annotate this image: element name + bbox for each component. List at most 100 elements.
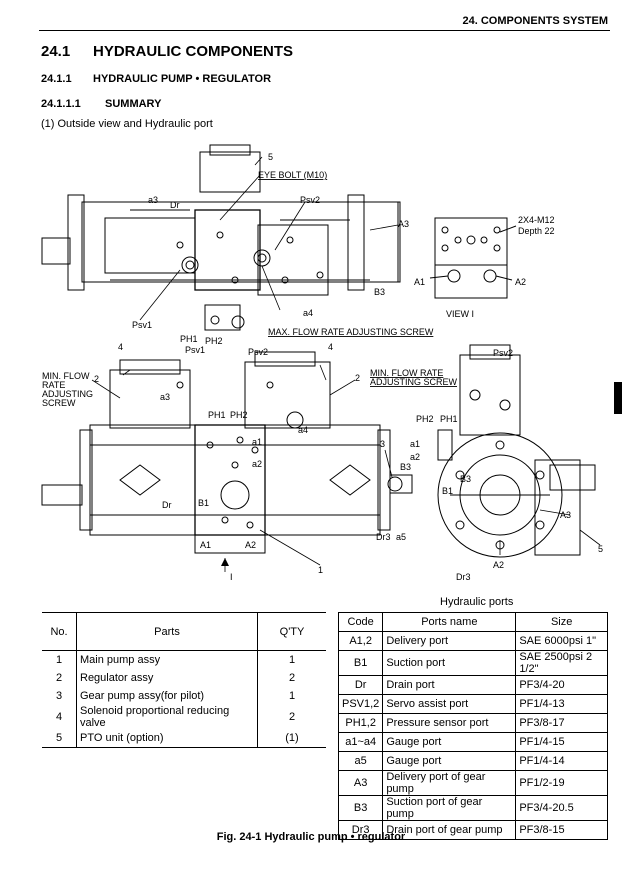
port-code: a1~a4	[337, 732, 384, 752]
label-bolt-spec-2: Depth 22	[518, 226, 555, 236]
label-dr3-r: Dr3	[456, 572, 471, 582]
label-a3-right: A3	[398, 219, 409, 229]
label-min-flow-3: ADJUSTING	[42, 389, 93, 399]
label-4-left: 4	[118, 342, 123, 352]
label-min-flow-2: RATE	[42, 380, 65, 390]
label-a3: a3	[148, 195, 158, 205]
port-size: PF3/4-20	[515, 675, 608, 695]
label-view-i: VIEW I	[446, 309, 474, 319]
port-name: Drain port	[382, 675, 517, 695]
page-header: 24. COMPONENTS SYSTEM	[0, 0, 622, 31]
heading-3-text: SUMMARY	[105, 98, 162, 110]
label-b3-mid: B3	[400, 462, 411, 472]
label-a2-rb: A2	[493, 560, 504, 570]
table-row: a1~a4 Gauge port PF1/4-15	[337, 732, 608, 752]
part-name: PTO unit (option)	[76, 729, 258, 748]
port-code: Dr	[337, 675, 384, 695]
port-code: A3	[337, 770, 384, 796]
part-no: 1	[42, 650, 77, 669]
pump-diagram: 5 EYE BOLT (M10) a3 Dr Psv2 A3 B3 a4 Psv…	[41, 144, 603, 582]
table-row: B3 Suction port of gear pump PF3/4-20.5	[337, 795, 608, 821]
label-arrow-i: I	[230, 572, 233, 582]
view-i-drawing	[429, 217, 517, 299]
port-name: Drain port of gear pump	[382, 820, 517, 840]
part-qty: 2	[257, 705, 326, 729]
label-a5: a5	[396, 532, 406, 542]
heading-3-number: 24.1.1.1	[41, 98, 81, 110]
intro-text: (1) Outside view and Hydraulic port	[41, 118, 213, 130]
label-5-r: 5	[598, 544, 603, 554]
label-b1-mid: B1	[198, 498, 209, 508]
label-eye-bolt: EYE BOLT (M10)	[258, 170, 327, 180]
part-no: 4	[42, 705, 77, 729]
section-title: 24. COMPONENTS SYSTEM	[462, 15, 608, 27]
port-code: B3	[337, 795, 384, 821]
port-size: PF1/4-13	[515, 694, 608, 714]
right-view-drawing	[437, 344, 596, 558]
header-size: Size	[515, 612, 608, 632]
label-a1-cap: A1	[414, 277, 425, 287]
port-name: Servo assist port	[382, 694, 517, 714]
side-tab-marker	[614, 382, 622, 414]
port-size: PF3/8-15	[515, 820, 608, 840]
label-a1-mid: a1	[252, 437, 262, 447]
table-row: PH1,2 Pressure sensor port PF3/8-17	[337, 713, 608, 733]
label-max-flow: MAX. FLOW RATE ADJUSTING SCREW	[268, 327, 434, 337]
label-a1-r: a1	[410, 439, 420, 449]
label-b3-r: B3	[460, 474, 471, 484]
label-a4: a4	[303, 308, 313, 318]
part-qty: 2	[257, 669, 326, 687]
part-no: 5	[42, 729, 77, 748]
arrow-up-icon	[221, 558, 229, 566]
label-2-mid: 2	[355, 373, 360, 383]
ports-table-title: Hydraulic ports	[440, 596, 514, 608]
label-psv1-mid: Psv1	[185, 345, 205, 355]
label-flow-screw-1: MIN. FLOW RATE	[370, 368, 443, 378]
label-flow-screw-2: ADJUSTING SCREW	[370, 377, 458, 387]
label-bolt-spec-1: 2X4-M12	[518, 215, 555, 225]
label-psv2: Psv2	[300, 195, 320, 205]
heading-3: 24.1.1.1 SUMMARY	[41, 98, 161, 110]
port-name: Suction port of gear pump	[382, 795, 517, 821]
part-name: Regulator assy	[76, 669, 258, 687]
port-size: PF3/4-20.5	[515, 795, 608, 821]
label-ph1: PH1	[180, 334, 198, 344]
table-row: PSV1,2 Servo assist port PF1/4-13	[337, 694, 608, 714]
header-port: Ports name	[382, 612, 517, 632]
table-row: Dr3 Drain port of gear pump PF3/8-15	[337, 820, 608, 840]
port-name: Delivery port of gear pump	[382, 770, 517, 796]
label-ph2-mid: PH2	[230, 410, 248, 420]
part-qty: 1	[257, 650, 326, 669]
label-ph2: PH2	[205, 336, 223, 346]
port-name: Pressure sensor port	[382, 713, 517, 733]
label-a2-mid: a2	[252, 459, 262, 469]
port-name: Gauge port	[382, 751, 517, 771]
header-parts: Parts	[76, 612, 258, 651]
ports-table-header: Code Ports name Size	[337, 612, 608, 632]
port-name: Gauge port	[382, 732, 517, 752]
heading-2-number: 24.1.1	[41, 73, 72, 85]
label-a3-mid: a3	[160, 392, 170, 402]
label-a3-r: A3	[560, 510, 571, 520]
port-name: Suction port	[382, 650, 517, 676]
label-dr: Dr	[170, 200, 180, 210]
label-psv2-r: Psv2	[493, 348, 513, 358]
part-qty: (1)	[257, 729, 326, 748]
table-row: A3 Delivery port of gear pump PF1/2-19	[337, 770, 608, 796]
table-row: 2 Regulator assy 2	[42, 669, 326, 687]
label-dr-mid: Dr	[162, 500, 172, 510]
label-a1-bot: A1	[200, 540, 211, 550]
label-dr3: Dr3	[376, 532, 391, 542]
label-b3: B3	[374, 287, 385, 297]
port-size: PF1/4-14	[515, 751, 608, 771]
part-qty: 1	[257, 687, 326, 705]
part-name: Gear pump assy(for pilot)	[76, 687, 258, 705]
port-code: B1	[337, 650, 384, 676]
label-ph1-mid: PH1	[208, 410, 226, 420]
port-code: A1,2	[337, 631, 384, 651]
label-4-mid: 4	[328, 342, 333, 352]
port-size: SAE 2500psi 2 1/2"	[515, 650, 608, 676]
header-rule	[39, 30, 610, 31]
